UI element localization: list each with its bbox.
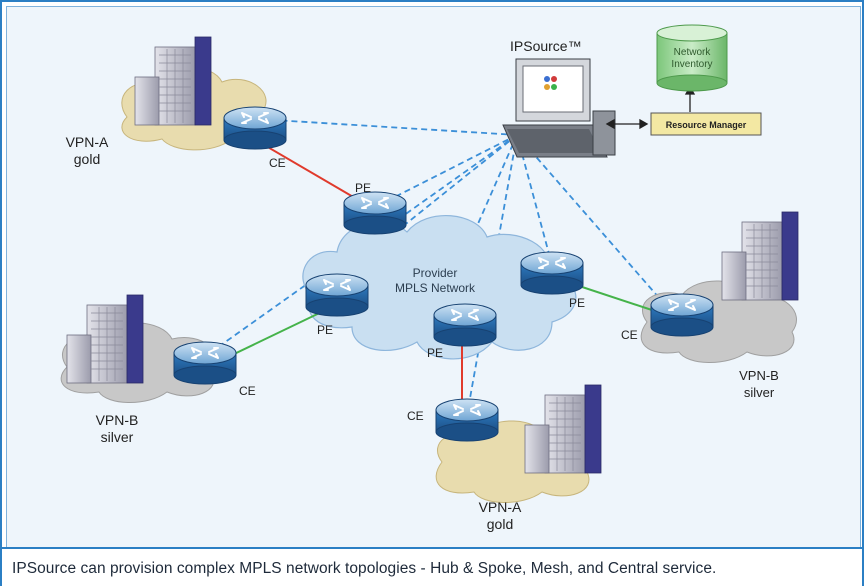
router-ce-vpn-b-left: [173, 341, 237, 385]
double-arrow-icon: [605, 118, 649, 130]
link-ce-pe-silver-right: [566, 281, 668, 316]
router-pe-right: [520, 251, 584, 295]
building-icon: [721, 211, 799, 301]
site-name: VPN-A: [66, 134, 109, 150]
resource-manager-label: Resource Manager: [666, 120, 747, 130]
database-label-1: Network: [674, 47, 712, 58]
pe-label: PE: [427, 346, 443, 360]
database-label-2: Inventory: [671, 59, 712, 70]
pe-label: PE: [317, 323, 333, 337]
site-name: VPN-A: [479, 499, 522, 515]
resource-manager-box: [650, 112, 762, 136]
workstation-icon: [502, 58, 616, 158]
router-pe-top: [343, 191, 407, 235]
ce-label: CE: [621, 328, 638, 342]
site-name: VPN-B: [96, 412, 139, 428]
site-tier: gold: [74, 151, 100, 167]
router-pe-left: [305, 273, 369, 317]
figure-caption: IPSource can provision complex MPLS netw…: [2, 547, 862, 588]
router-ce-vpn-a-bottom: [435, 398, 499, 442]
site-tier: gold: [487, 516, 513, 532]
router-ce-vpn-a-top: [223, 106, 287, 150]
pe-label: PE: [569, 296, 585, 310]
caption-text: IPSource can provision complex MPLS netw…: [12, 560, 717, 577]
building-icon: [524, 384, 602, 474]
site-tier: silver: [744, 385, 775, 400]
ce-label: CE: [407, 409, 424, 423]
router-pe-bottom: [433, 303, 497, 347]
network-diagram: Provider MPLS Network: [6, 6, 861, 548]
software-label: IPSource™: [510, 38, 582, 54]
ce-label: CE: [239, 384, 256, 398]
database-icon: [656, 24, 728, 92]
building-icon: [66, 294, 144, 384]
provider-label-1: Provider: [413, 266, 458, 280]
site-name: VPN-B: [739, 368, 779, 383]
site-tier: silver: [101, 429, 134, 445]
building-icon: [134, 36, 212, 126]
ce-label: CE: [269, 156, 286, 170]
router-ce-vpn-b-right: [650, 293, 714, 337]
provider-label-2: MPLS Network: [395, 281, 476, 295]
pe-label: PE: [355, 181, 371, 195]
